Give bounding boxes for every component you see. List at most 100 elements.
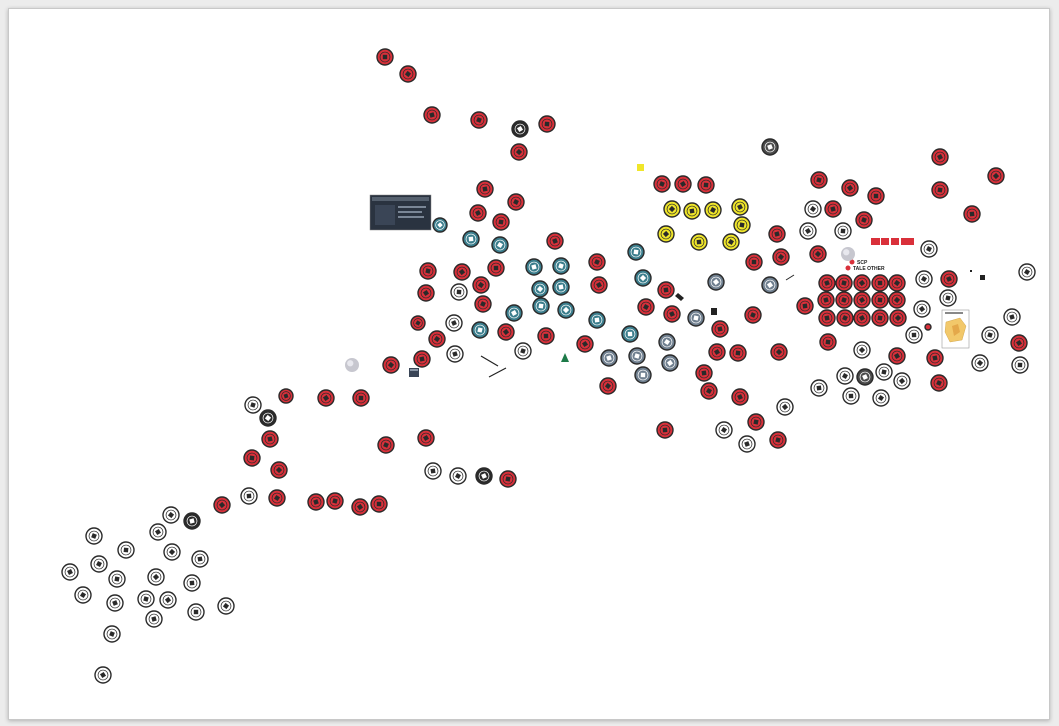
badge-node[interactable]	[836, 309, 854, 327]
badge-node[interactable]	[853, 341, 871, 359]
badge-node[interactable]	[510, 143, 528, 161]
badge-node[interactable]	[446, 345, 464, 363]
badge-node[interactable]	[470, 111, 488, 129]
badge-node[interactable]	[634, 366, 652, 384]
badge-node[interactable]	[738, 435, 756, 453]
badge-node[interactable]	[628, 347, 646, 365]
badge-node[interactable]	[939, 289, 957, 307]
badge-node[interactable]	[940, 270, 958, 288]
badge-node[interactable]	[491, 236, 509, 254]
badge-node[interactable]	[658, 333, 676, 351]
screenshot-thumbnail[interactable]	[369, 194, 432, 231]
badge-node[interactable]	[817, 291, 835, 309]
badge-node[interactable]	[621, 325, 639, 343]
badge-node[interactable]	[657, 225, 675, 243]
badge-node[interactable]	[259, 409, 277, 427]
badge-node[interactable]	[137, 590, 155, 608]
badge-node[interactable]	[687, 309, 705, 327]
badge-node[interactable]	[147, 568, 165, 586]
badge-node[interactable]	[476, 180, 494, 198]
badge-node[interactable]	[588, 311, 606, 329]
badge-node[interactable]	[731, 388, 749, 406]
badge-node[interactable]	[278, 388, 294, 404]
badge-node[interactable]	[653, 175, 671, 193]
badge-node[interactable]	[106, 594, 124, 612]
badge-node[interactable]	[471, 321, 489, 339]
badge-node[interactable]	[871, 274, 889, 292]
badge-node[interactable]	[981, 326, 999, 344]
badge-node[interactable]	[475, 467, 493, 485]
badge-node[interactable]	[449, 467, 467, 485]
badge-node[interactable]	[497, 323, 515, 341]
badge-node[interactable]	[809, 245, 827, 263]
badge-node[interactable]	[351, 498, 369, 516]
badge-node[interactable]	[722, 233, 740, 251]
badge-node[interactable]	[423, 106, 441, 124]
badge-node[interactable]	[871, 309, 889, 327]
badge-node[interactable]	[627, 243, 645, 261]
badge-node[interactable]	[842, 387, 860, 405]
badge-node[interactable]	[345, 358, 359, 372]
badge-node[interactable]	[514, 342, 532, 360]
badge-node[interactable]	[417, 284, 435, 302]
badge-node[interactable]	[697, 176, 715, 194]
badge-node[interactable]	[889, 309, 907, 327]
badge-node[interactable]	[690, 233, 708, 251]
badge-node[interactable]	[836, 367, 854, 385]
badge-node[interactable]	[888, 274, 906, 292]
badge-node[interactable]	[538, 115, 556, 133]
badge-node[interactable]	[853, 274, 871, 292]
badge-node[interactable]	[770, 343, 788, 361]
badge-node[interactable]	[117, 541, 135, 559]
badge-node[interactable]	[537, 327, 555, 345]
badge-node[interactable]	[663, 305, 681, 323]
badge-node[interactable]	[469, 204, 487, 222]
badge-node[interactable]	[663, 200, 681, 218]
badge-node[interactable]	[661, 354, 679, 372]
badge-node[interactable]	[1018, 263, 1036, 281]
badge-node[interactable]	[920, 240, 938, 258]
badge-node[interactable]	[776, 398, 794, 416]
badge-node[interactable]	[552, 257, 570, 275]
badge-node[interactable]	[307, 493, 325, 511]
badge-node[interactable]	[600, 349, 618, 367]
badge-node[interactable]	[733, 216, 751, 234]
badge-node[interactable]	[413, 350, 431, 368]
badge-node[interactable]	[856, 368, 874, 386]
badge-node[interactable]	[576, 335, 594, 353]
badge-node[interactable]	[240, 487, 258, 505]
badge-node[interactable]	[376, 48, 394, 66]
badge-node[interactable]	[747, 413, 765, 431]
badge-node[interactable]	[419, 262, 437, 280]
badge-node[interactable]	[557, 301, 575, 319]
badge-node[interactable]	[745, 253, 763, 271]
badge-node[interactable]	[145, 610, 163, 628]
badge-node[interactable]	[1011, 356, 1029, 374]
badge-node[interactable]	[74, 586, 92, 604]
badge-node[interactable]	[683, 202, 701, 220]
badge-node[interactable]	[183, 574, 201, 592]
badge-node[interactable]	[525, 258, 543, 276]
badge-node[interactable]	[905, 326, 923, 344]
badge-node[interactable]	[552, 278, 570, 296]
badge-node[interactable]	[217, 597, 235, 615]
badge-node[interactable]	[772, 248, 790, 266]
badge-node[interactable]	[810, 171, 828, 189]
badge-node[interactable]	[841, 247, 855, 261]
badge-node[interactable]	[700, 382, 718, 400]
badge-node[interactable]	[708, 343, 726, 361]
badge-node[interactable]	[261, 430, 279, 448]
badge-node[interactable]	[352, 389, 370, 407]
badge-node[interactable]	[657, 281, 675, 299]
badge-node[interactable]	[695, 364, 713, 382]
badge-node[interactable]	[715, 421, 733, 439]
badge-node[interactable]	[90, 555, 108, 573]
badge-node[interactable]	[835, 274, 853, 292]
badge-node[interactable]	[674, 175, 692, 193]
badge-node[interactable]	[424, 462, 442, 480]
badge-node[interactable]	[867, 187, 885, 205]
badge-node[interactable]	[707, 273, 725, 291]
badge-node[interactable]	[191, 550, 209, 568]
badge-node[interactable]	[931, 148, 949, 166]
badge-node[interactable]	[453, 263, 471, 281]
